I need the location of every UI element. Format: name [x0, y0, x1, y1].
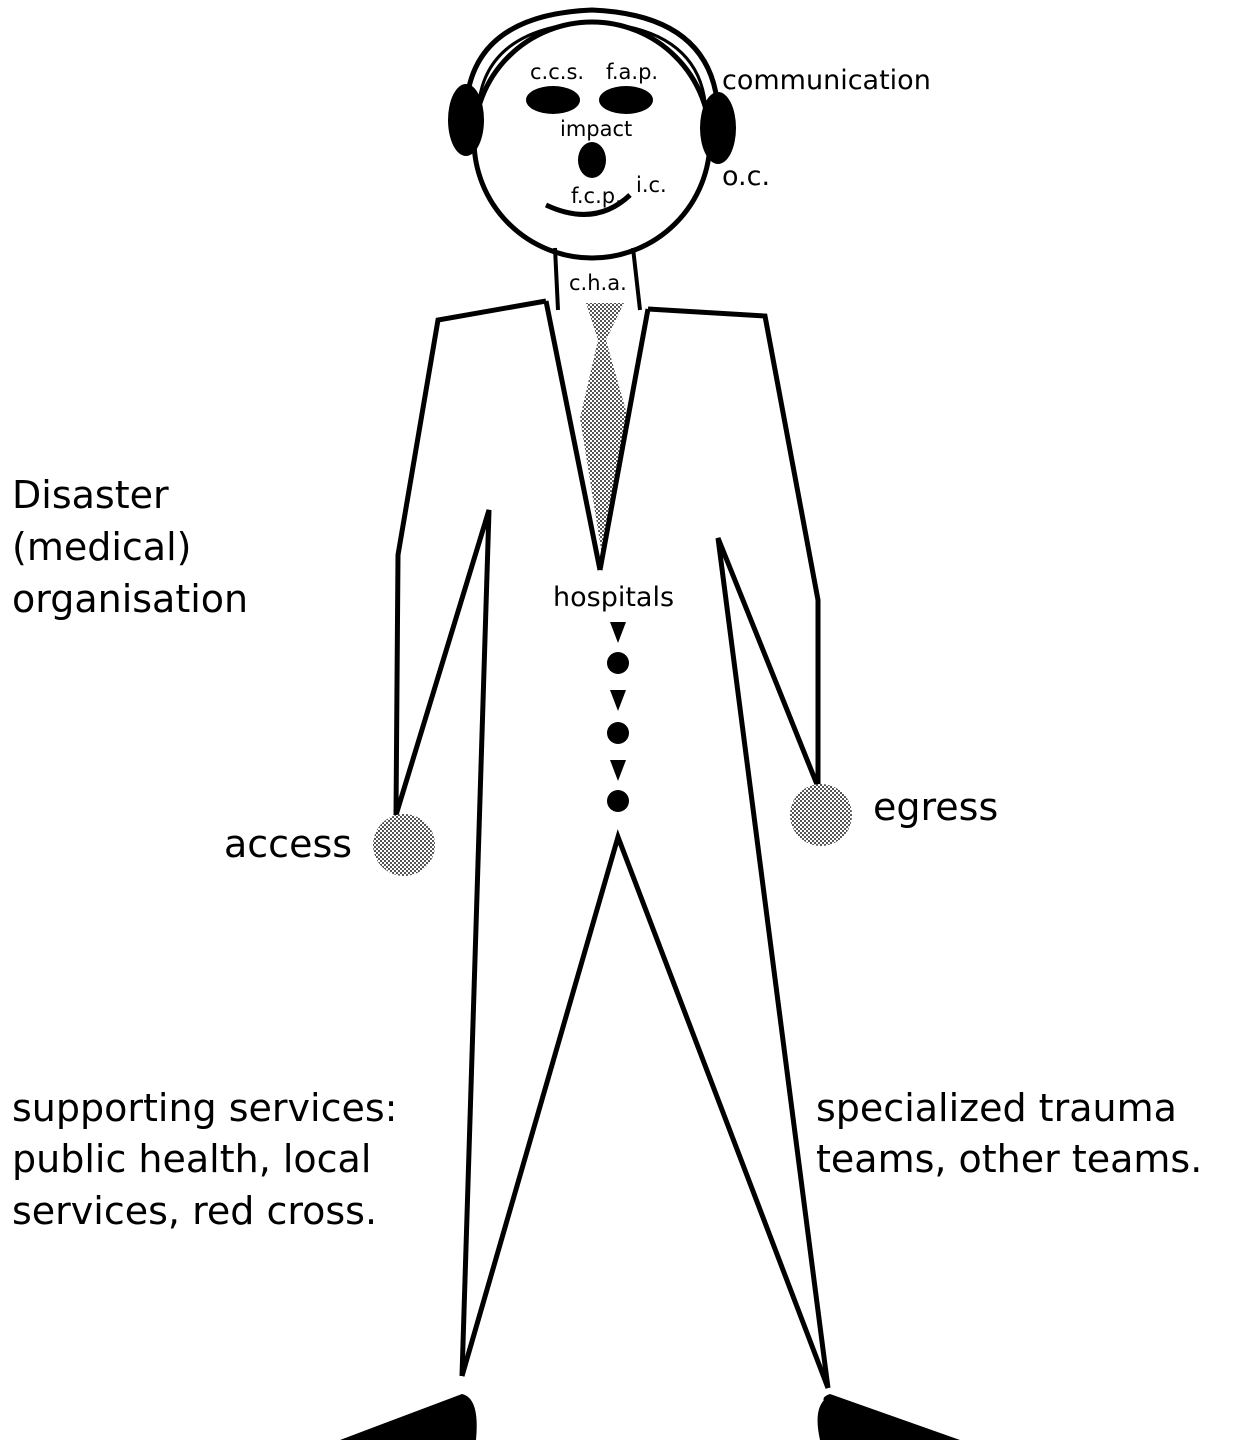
egress-hand [790, 784, 852, 846]
mouth [544, 193, 632, 217]
specialized-line2: teams, other teams. [816, 1137, 1202, 1181]
ic-label: i.c. [636, 173, 667, 197]
supporting-line2: public health, local [12, 1137, 371, 1181]
cha-label: c.h.a. [569, 271, 627, 295]
hospital-node-3 [607, 790, 629, 812]
access-label: access [224, 822, 352, 866]
left-ear-cup [448, 84, 484, 156]
specialized-line1: specialized trauma [816, 1086, 1177, 1130]
arrow-1 [610, 622, 626, 643]
communication-label: communication [722, 65, 931, 96]
fap-label: f.a.p. [606, 60, 658, 84]
left-eye [526, 86, 580, 114]
org-label-line2: (medical) [12, 525, 191, 569]
left-shoulder-arm-outline [393, 298, 547, 1377]
neck [553, 247, 642, 311]
egress-label: egress [873, 785, 998, 829]
hospital-node-2 [607, 722, 629, 744]
head [448, 7, 736, 261]
oc-label: o.c. [722, 161, 770, 192]
hospital-chain [607, 622, 629, 812]
tie [580, 303, 628, 555]
ccs-label: c.c.s. [530, 60, 584, 84]
right-ear-cup [700, 92, 736, 164]
right-shoulder-arm-outline [647, 306, 831, 1389]
right-lapel [597, 308, 651, 571]
right-shoe-top [817, 1396, 850, 1440]
org-label-line1: Disaster [12, 473, 169, 517]
org-label-line3: organisation [12, 577, 248, 621]
right-shoe [823, 1394, 960, 1440]
right-eye [599, 86, 653, 114]
supporting-line3: services, red cross. [12, 1189, 377, 1233]
left-lapel [543, 300, 603, 571]
hospitals-label: hospitals [553, 582, 674, 613]
impact-label: impact [560, 117, 632, 141]
headset-band [463, 7, 721, 111]
fcp-label: f.c.p. [571, 184, 622, 208]
nose [578, 142, 606, 178]
crotch-outline [459, 829, 831, 1389]
hospital-node-1 [607, 652, 629, 674]
left-shoe [340, 1394, 477, 1440]
access-hand [373, 814, 435, 876]
suit [393, 298, 831, 1389]
arrow-3 [610, 760, 626, 781]
supporting-line1: supporting services: [12, 1086, 397, 1130]
arrow-2 [610, 690, 626, 711]
